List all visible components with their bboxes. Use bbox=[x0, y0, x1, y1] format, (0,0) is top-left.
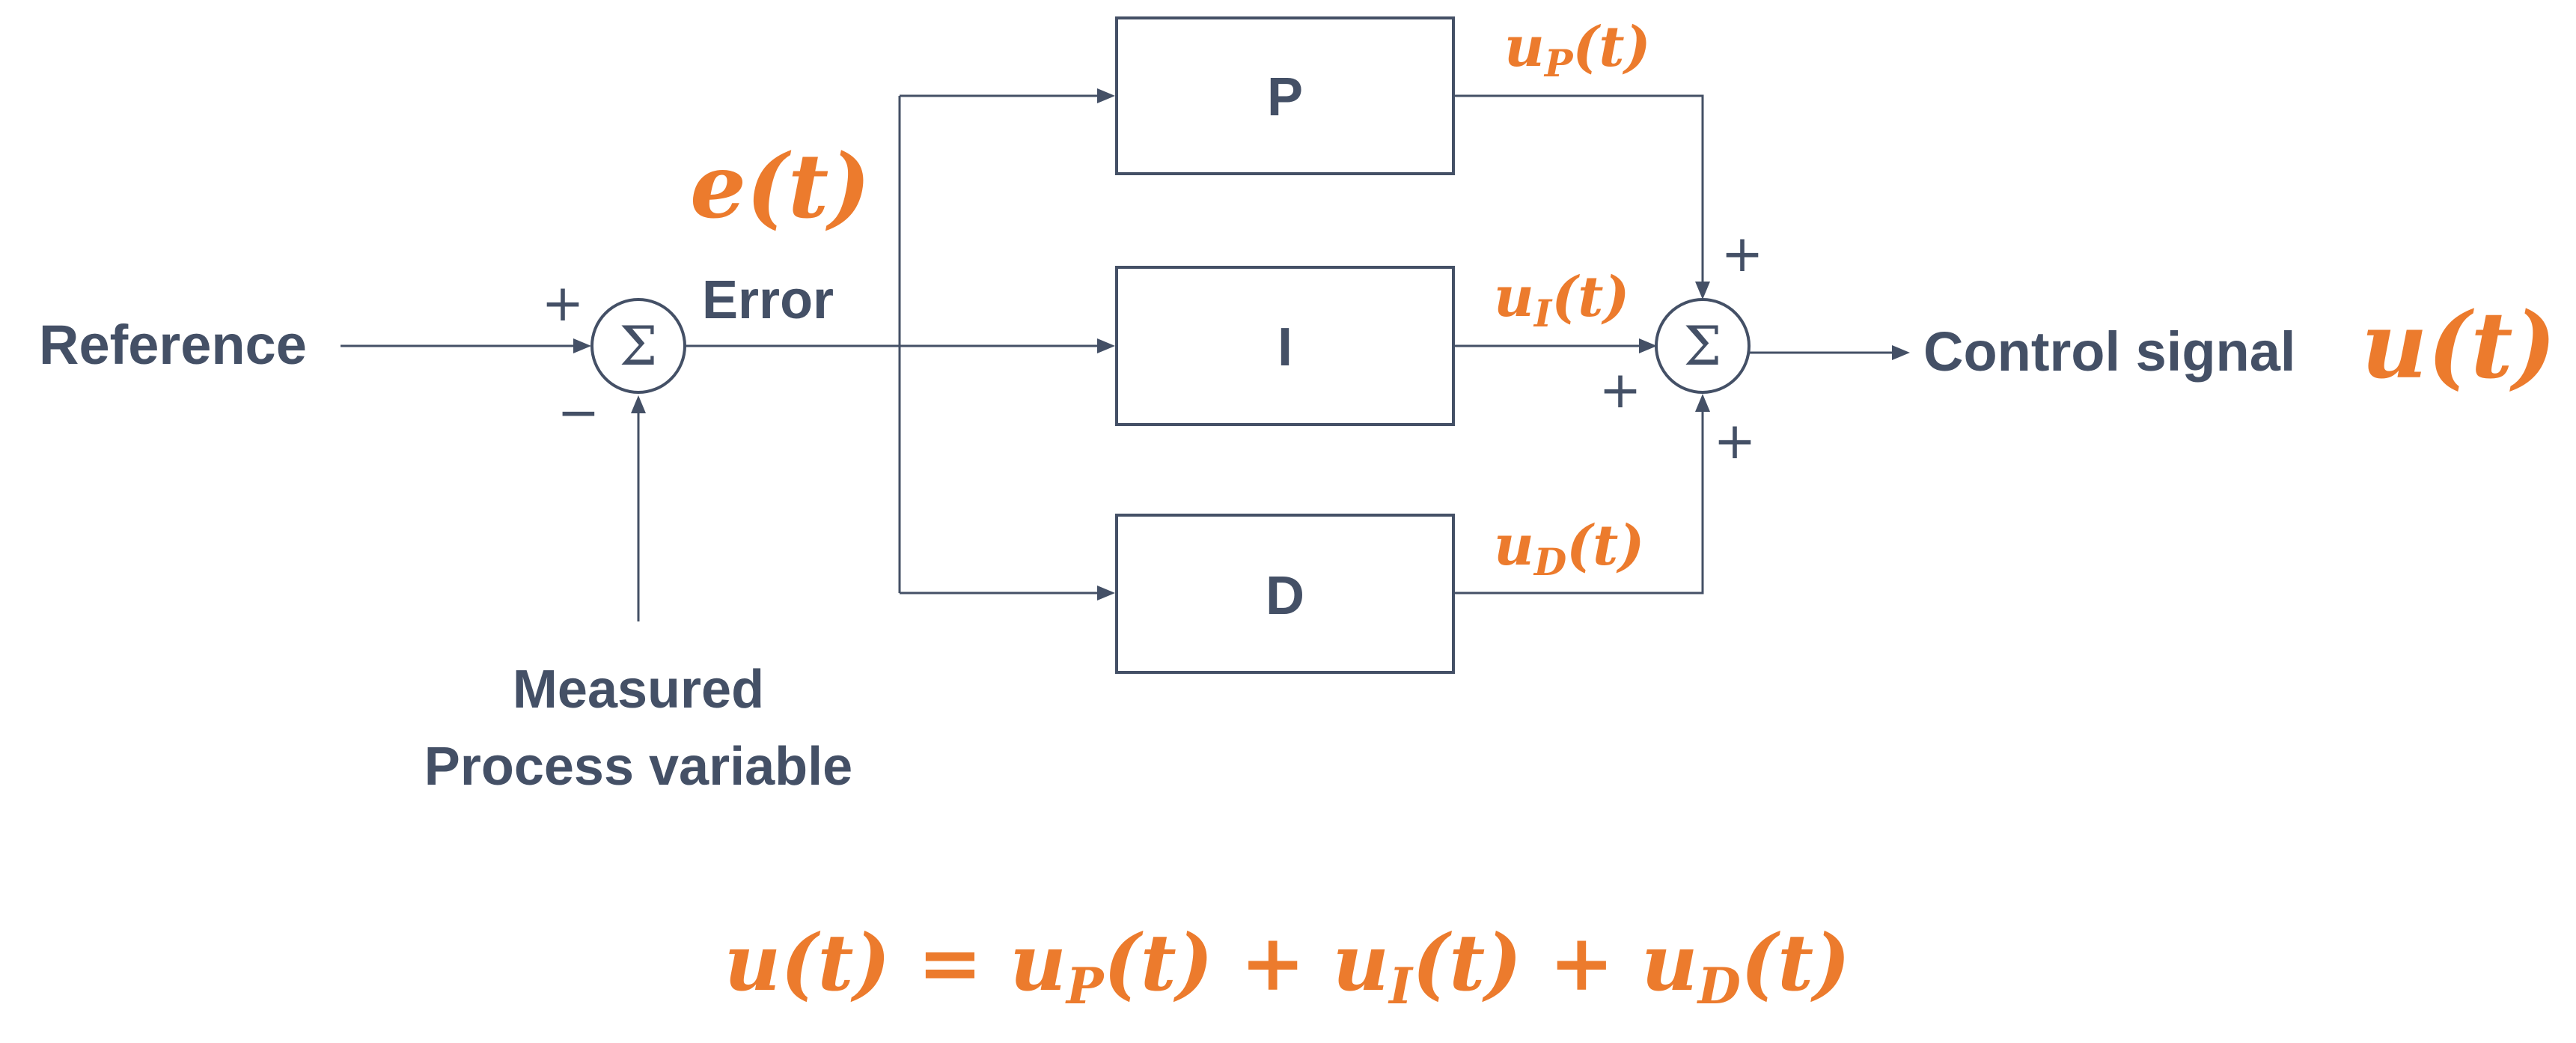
up-signal-label: uP(t) bbox=[1504, 15, 1651, 85]
p-block-label: P bbox=[1267, 67, 1303, 127]
d-block: D bbox=[1115, 514, 1455, 674]
sum2-plus-bottom-sign: + bbox=[1714, 412, 1756, 471]
sigma-symbol: Σ bbox=[1684, 314, 1722, 377]
measured-arrowhead bbox=[631, 395, 646, 413]
control-signal-label: Control signal bbox=[1923, 320, 2295, 383]
summing-junction-circle bbox=[1655, 298, 1751, 394]
i-block: I bbox=[1115, 266, 1455, 426]
summing-junction-2: Σ bbox=[1655, 298, 1751, 394]
to-i-arrowhead bbox=[1097, 338, 1115, 353]
sum2-plus-top-sign: + bbox=[1721, 225, 1764, 284]
ud-signal-label: uD(t) bbox=[1494, 514, 1644, 584]
i-out-arrowhead bbox=[1639, 338, 1657, 353]
p-out-wire bbox=[1453, 94, 1704, 283]
d-out-arrowhead bbox=[1695, 394, 1710, 412]
p-block: P bbox=[1115, 16, 1455, 175]
i-block-box bbox=[1115, 266, 1455, 426]
error-symbol: e(t) bbox=[690, 134, 870, 238]
d-block-box bbox=[1115, 514, 1455, 674]
pid-equation: u(t) = uP(t) + uI(t) + uD(t) bbox=[724, 916, 1851, 1015]
output-arrowhead bbox=[1892, 345, 1910, 360]
connection-lines bbox=[341, 88, 1910, 621]
ui-signal-label: uI(t) bbox=[1494, 265, 1629, 335]
reference-label: Reference bbox=[39, 314, 307, 376]
measured-label-line2: Process variable bbox=[424, 737, 852, 797]
control-signal-symbol: u(t) bbox=[2361, 291, 2557, 399]
to-d-arrowhead bbox=[1097, 586, 1115, 600]
p-block-box bbox=[1115, 16, 1455, 175]
p-out-arrowhead bbox=[1695, 282, 1710, 299]
summing-junction-1: Σ bbox=[590, 298, 686, 394]
to-p-arrowhead bbox=[1097, 88, 1115, 103]
measured-label-line1: Measured bbox=[513, 660, 764, 720]
sum2-plus-left-sign: + bbox=[1599, 361, 1642, 420]
error-label: Error bbox=[702, 270, 834, 330]
reference-arrowhead bbox=[573, 338, 591, 353]
sum1-minus-sign: − bbox=[558, 383, 600, 443]
summing-junction-circle bbox=[590, 298, 686, 394]
d-block-label: D bbox=[1266, 566, 1304, 626]
d-out-wire bbox=[1453, 410, 1704, 595]
i-block-label: I bbox=[1278, 317, 1292, 377]
sum1-plus-sign: + bbox=[542, 274, 585, 333]
sigma-symbol: Σ bbox=[620, 314, 658, 377]
